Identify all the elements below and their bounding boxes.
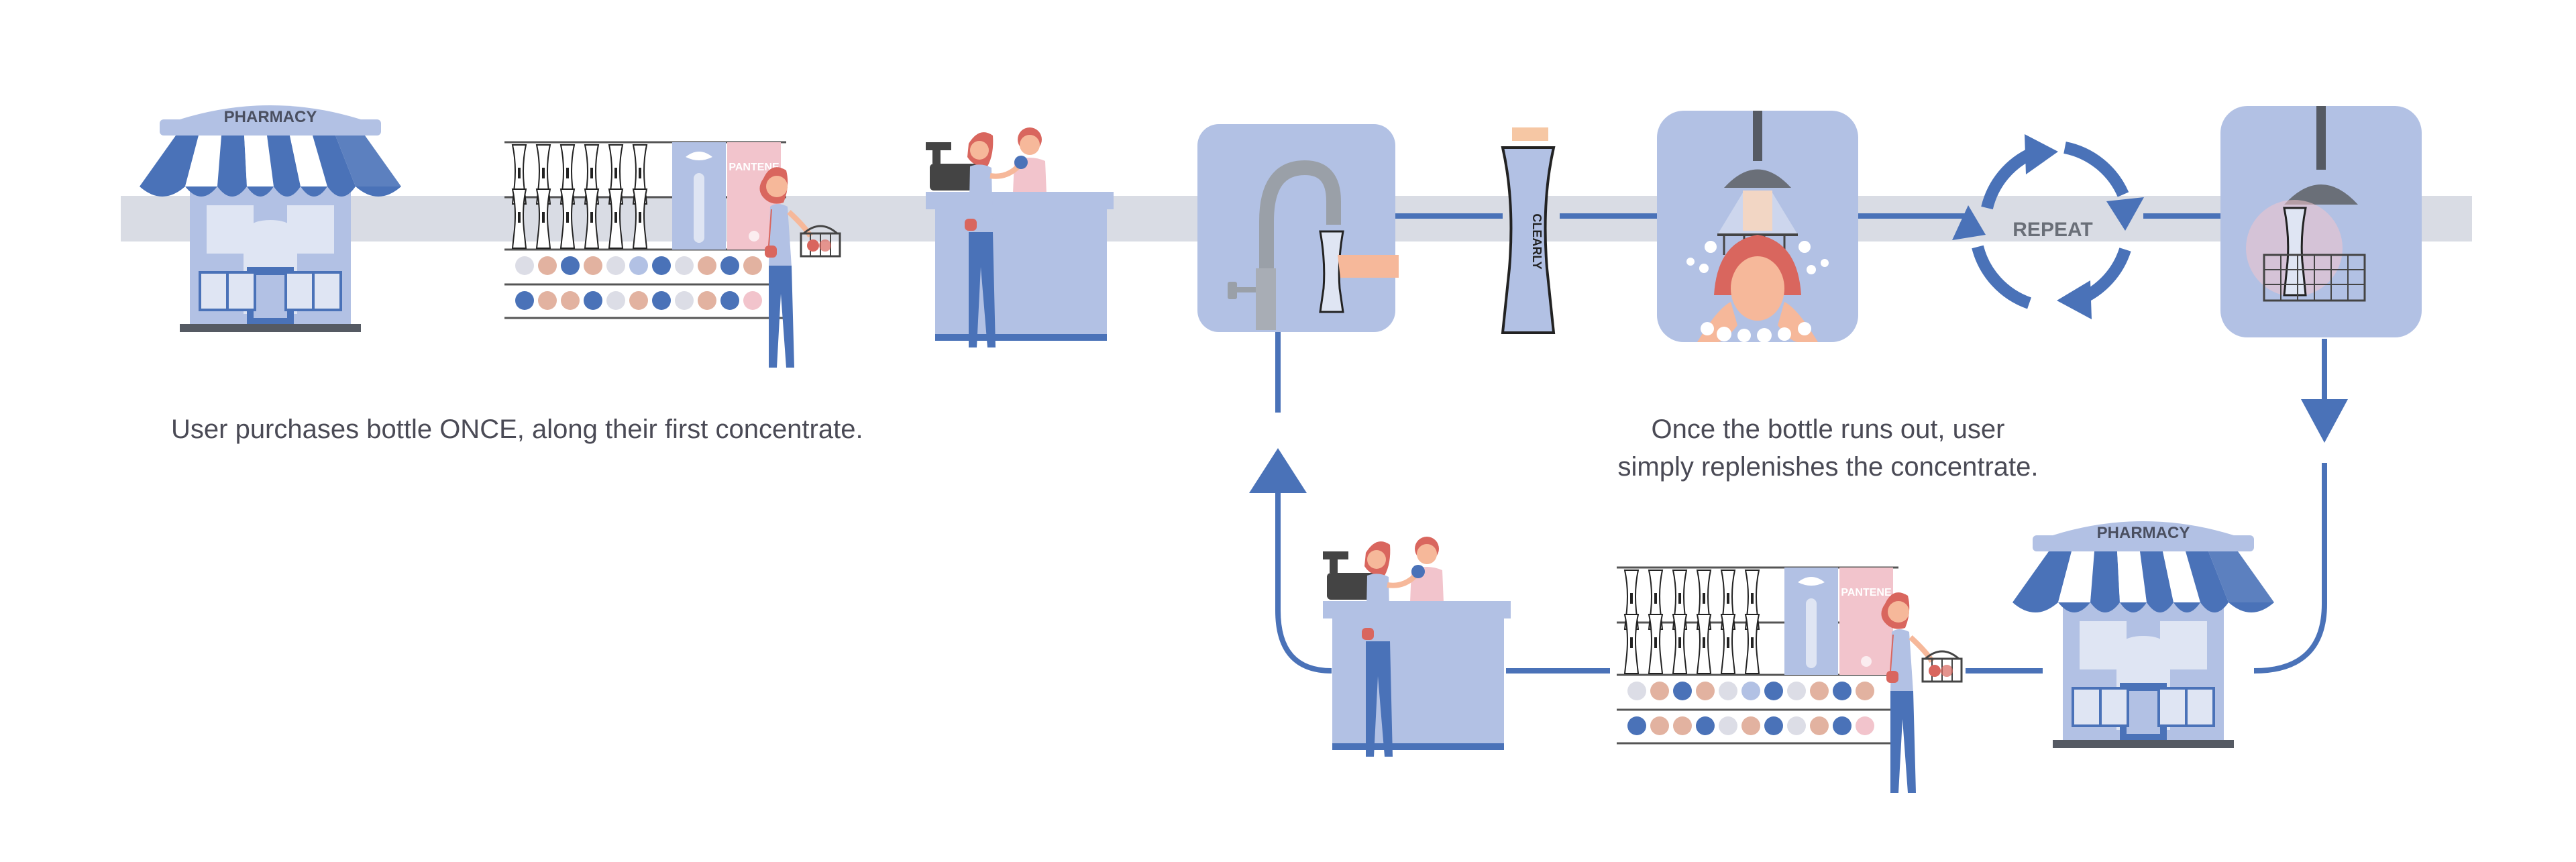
shopper-figure-bottom — [1881, 592, 1962, 793]
bottle-icon: CLEARLY — [1501, 127, 1555, 334]
purchase-caption: User purchases bottle ONCE, along their … — [171, 411, 863, 448]
pharmacy-sign-bottom: PHARMACY — [2097, 524, 2190, 542]
store-icon: PHARMACY — [138, 104, 402, 333]
flow-connectors — [1275, 213, 2327, 674]
faucet-icon — [1197, 124, 1399, 332]
up-arrow-icon — [1249, 448, 1307, 493]
checkout-icon — [926, 127, 1114, 347]
down-arrow-icon — [2301, 399, 2348, 443]
store-icon-bottom: PHARMACY — [2011, 520, 2275, 749]
purchase-caption-text: User purchases bottle ONCE, along their … — [171, 415, 863, 444]
repeat-arrowheads — [1952, 134, 2144, 319]
bottle-label: CLEARLY — [1530, 213, 1544, 269]
shower-basket-icon — [2220, 106, 2422, 337]
checkout-icon-bottom — [1323, 537, 1511, 757]
shelf-icon-bottom — [1617, 568, 1898, 743]
repeat-label: REPEAT — [2012, 219, 2092, 241]
shelf-icon — [504, 142, 786, 318]
shower-icon — [1657, 111, 1858, 343]
repeat-cycle-icon — [1972, 142, 2131, 309]
replenish-caption: Once the bottle runs out, user simply re… — [1543, 411, 2113, 486]
pharmacy-sign: PHARMACY — [224, 108, 317, 126]
replenish-caption-line2: simply replenishes the concentrate. — [1617, 452, 2039, 482]
replenish-caption-line1: Once the bottle runs out, user — [1651, 415, 2005, 444]
